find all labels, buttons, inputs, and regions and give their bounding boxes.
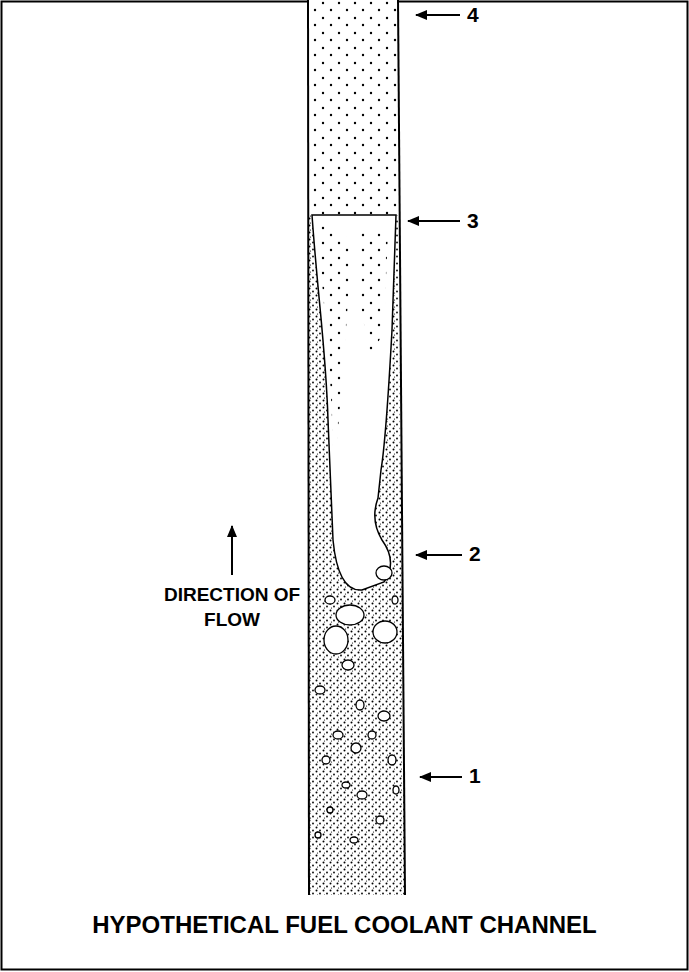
vapor-bubble	[325, 596, 335, 604]
vapor-bubble	[378, 711, 390, 721]
vapor-bubble	[376, 816, 384, 824]
vapor-bubble	[357, 791, 367, 799]
vapor-bubble	[336, 605, 364, 625]
vapor-bubble	[388, 755, 396, 765]
flow-label: DIRECTION OF FLOW	[137, 582, 327, 632]
diagram-title: HYPOTHETICAL FUEL COOLANT CHANNEL	[0, 910, 689, 940]
vapor-bubble	[376, 566, 392, 580]
vapor-bubble	[342, 660, 354, 670]
callout-number: 1	[469, 764, 481, 788]
vapor-bubble	[350, 837, 358, 843]
vapor-bubble	[333, 731, 343, 739]
vapor-bubble	[315, 832, 321, 838]
vapor-bubble	[351, 743, 361, 753]
callout-number: 2	[469, 542, 481, 566]
vapor-bubble	[327, 807, 333, 813]
callout-number: 3	[467, 209, 479, 233]
vapor-bubble	[356, 700, 364, 710]
vapor-bubble	[393, 786, 399, 794]
vapor-bubble	[368, 731, 376, 739]
callout-number: 4	[467, 3, 479, 27]
vapor-bubble	[322, 756, 330, 764]
vapor-bubble	[342, 782, 350, 788]
vapor-bubble	[315, 686, 325, 694]
vapor-bubble	[373, 621, 397, 643]
vapor-bubble	[392, 596, 398, 604]
vapor-bubble	[324, 626, 348, 654]
